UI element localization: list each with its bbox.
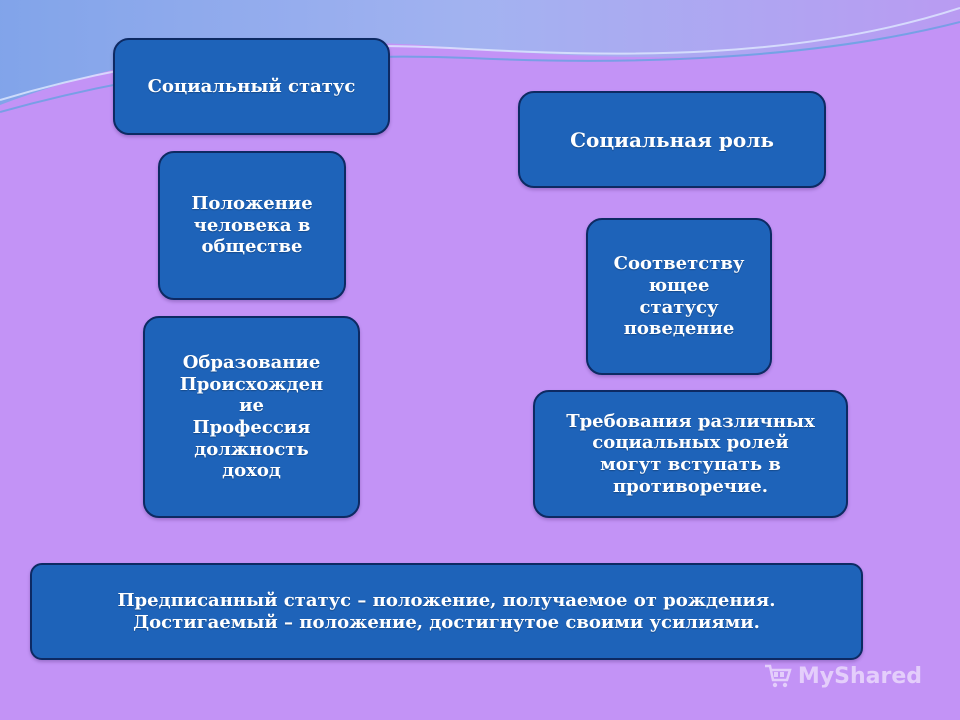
social-status-label: Социальный статус [147, 75, 356, 97]
myshared-watermark: MyShared [762, 660, 922, 692]
status-types-text: Предписанный статус – положение, получае… [117, 589, 776, 633]
watermark-text: MyShared [797, 663, 922, 689]
role-conflict-box: Требования различных социальных ролей мо… [533, 390, 848, 518]
social-role-label: Социальная роль [570, 127, 774, 152]
social-role-box: Социальная роль [518, 91, 826, 188]
role-definition-text: Соответству ющее статусу поведение [613, 253, 745, 340]
status-types-box: Предписанный статус – положение, получае… [30, 563, 863, 660]
status-definition-box: Положение человека в обществе [158, 151, 346, 300]
status-definition-text: Положение человека в обществе [191, 193, 313, 258]
status-factors-box: Образование Происхожден ие Профессия дол… [143, 316, 360, 518]
role-definition-box: Соответству ющее статусу поведение [586, 218, 772, 375]
social-status-box: Социальный статус [113, 38, 390, 135]
shopping-cart-logo-icon [764, 664, 792, 688]
status-factors-text: Образование Происхожден ие Профессия дол… [179, 352, 324, 482]
role-conflict-text: Требования различных социальных ролей мо… [566, 410, 815, 497]
